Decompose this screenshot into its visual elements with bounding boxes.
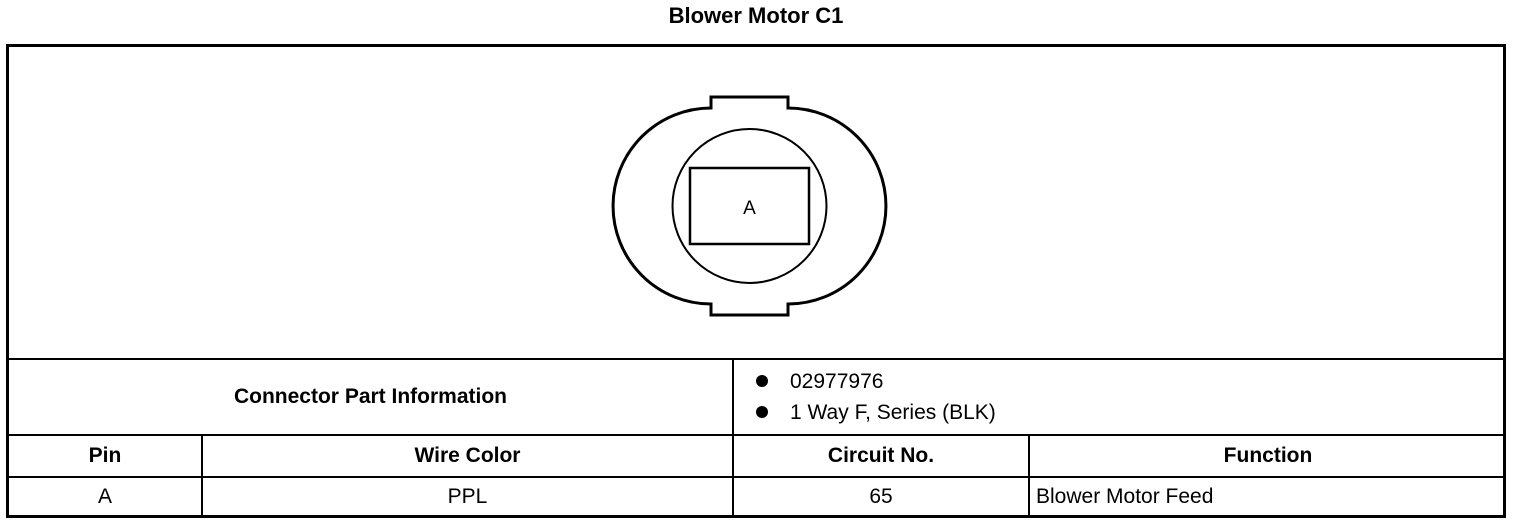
header-pin: Pin [88, 444, 122, 467]
header-function: Function [1028, 436, 1506, 476]
bullet-icon [756, 406, 768, 418]
header-wire-color: Wire Color [201, 436, 732, 476]
part-info-item: 1 Way F, Series (BLK) [756, 397, 996, 428]
cell-wire-color: PPL [201, 478, 732, 515]
cell-function: Blower Motor Feed [1028, 478, 1506, 515]
cell-pin: A [97, 484, 112, 508]
connector-face-drawing: A [611, 95, 888, 317]
cell-circuit-no: 65 [732, 478, 1028, 515]
cavity-a [688, 166, 811, 246]
part-info-item: 02977976 [756, 366, 996, 397]
part-info-list: 02977976 1 Way F, Series (BLK) [734, 366, 996, 428]
header-circuit-no: Circuit No. [732, 436, 1028, 476]
table-header-row: Pin Wire Color Circuit No. Function [9, 436, 1503, 478]
connector-diagram: A [9, 47, 1503, 360]
table-row: A PPL 65 Blower Motor Feed [9, 478, 1503, 515]
connector-inner-ring [671, 128, 828, 284]
page-title: Blower Motor C1 [668, 3, 844, 28]
connector-frame: A Connector Part Information 02977976 1 … [6, 44, 1506, 518]
part-info-row: Connector Part Information 02977976 1 Wa… [9, 360, 1503, 436]
cavity-a-label: A [743, 198, 756, 219]
part-info-label: Connector Part Information [233, 385, 507, 408]
connector-outer-shell [611, 95, 888, 317]
bullet-icon [756, 375, 768, 387]
part-info-details: 02977976 1 Way F, Series (BLK) [732, 360, 1506, 434]
